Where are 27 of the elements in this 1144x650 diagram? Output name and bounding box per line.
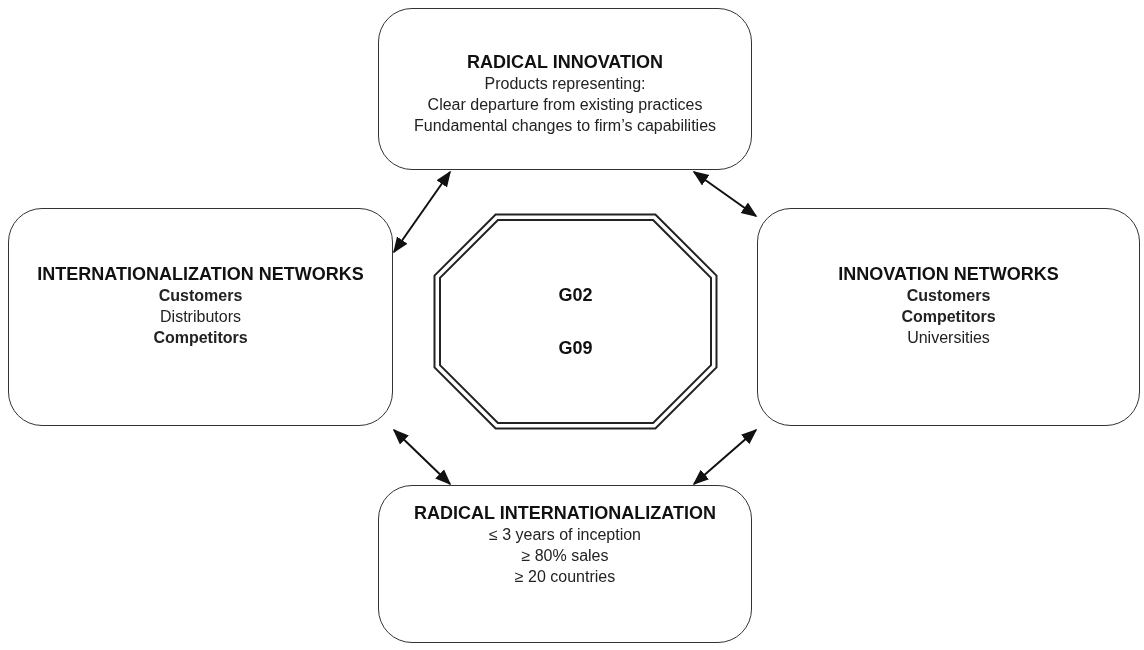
octagon-shape	[433, 213, 718, 430]
box-text: Products representing:	[484, 74, 646, 94]
box-heading: INNOVATION NETWORKS	[838, 263, 1059, 285]
box-text: Universities	[907, 328, 990, 348]
rounded-box	[378, 485, 752, 643]
box-text: Customers	[158, 286, 243, 306]
rounded-box	[378, 8, 752, 170]
double-arrow	[692, 171, 758, 217]
double-arrow	[393, 170, 451, 254]
box-heading: RADICAL INTERNATIONALIZATION	[414, 502, 716, 524]
box-text: Competitors	[153, 328, 248, 348]
group-code: G02	[558, 283, 593, 307]
box-text: Competitors	[901, 307, 996, 327]
double-arrow	[692, 428, 758, 486]
box-text: Clear departure from existing practices	[427, 95, 703, 115]
box-text: ≤ 3 years of inception	[489, 525, 641, 545]
box-heading: INTERNATIONALIZATION NETWORKS	[37, 263, 364, 285]
box-text: ≥ 20 countries	[514, 567, 616, 587]
box-heading: RADICAL INNOVATION	[467, 51, 663, 73]
box-text: Customers	[906, 286, 991, 306]
box-text: Distributors	[160, 307, 241, 327]
box-text: Fundamental changes to firm’s capabilities	[413, 116, 717, 136]
box-text: ≥ 80% sales	[521, 546, 609, 566]
double-arrow	[392, 428, 452, 486]
rounded-box	[757, 208, 1140, 426]
rounded-box	[8, 208, 393, 426]
group-code: G09	[558, 336, 593, 360]
